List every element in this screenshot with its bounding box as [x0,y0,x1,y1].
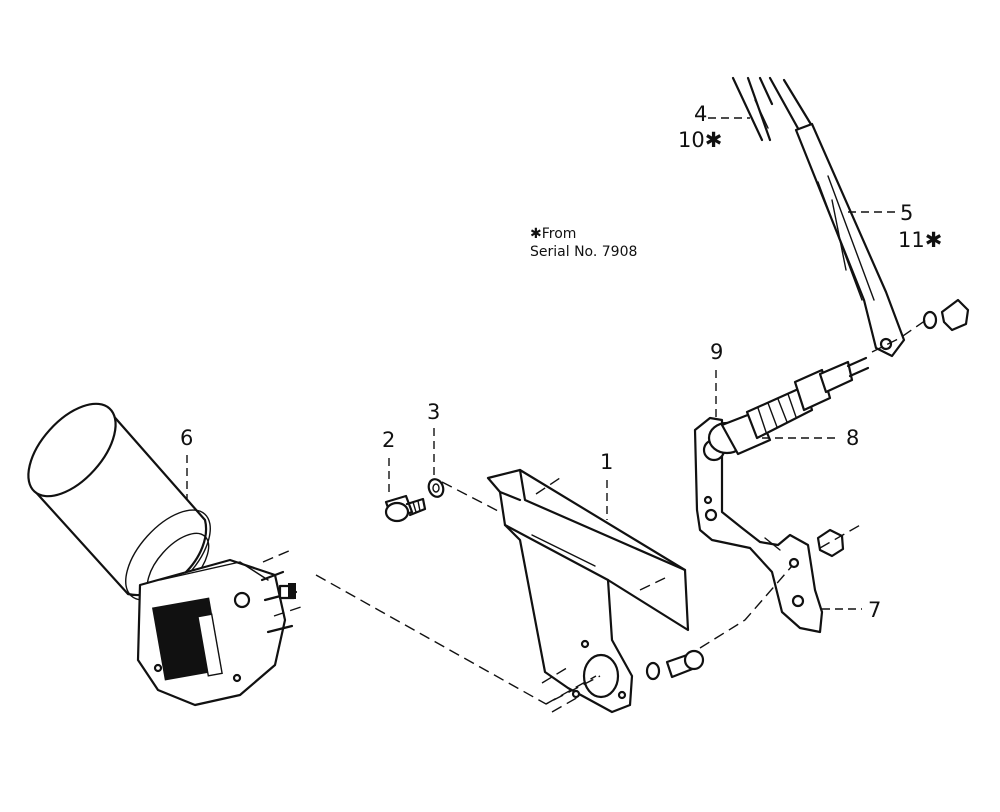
wiper-motor [27,402,298,707]
callout-5: 5 [900,201,914,225]
linkage-plate [693,416,824,634]
serial-note-line1: ✱From [530,226,577,242]
callout-4: 4 [694,102,708,126]
callout-6: 6 [180,426,194,450]
callout-9: 9 [710,340,724,364]
serial-note-line2: Serial No. 7908 [530,244,638,260]
wiper-arm [768,76,906,358]
pivot-shaft [707,356,870,456]
mounting-bracket [486,468,690,714]
callout-10: 10✱ [678,128,723,152]
callout-2: 2 [382,428,396,452]
washer [427,478,445,498]
washer-and-bolt [645,649,705,681]
callout-3: 3 [427,400,441,424]
callout-1: 1 [600,450,614,474]
callout-8: 8 [846,426,860,450]
wiper-blade [731,76,774,142]
assembly-lines [262,319,927,713]
callout-11: 11✱ [898,228,943,252]
arm-nut [922,298,970,332]
callout-7: 7 [868,598,882,622]
nut [816,528,845,558]
leader-lines [186,117,898,610]
bolt [384,494,427,523]
